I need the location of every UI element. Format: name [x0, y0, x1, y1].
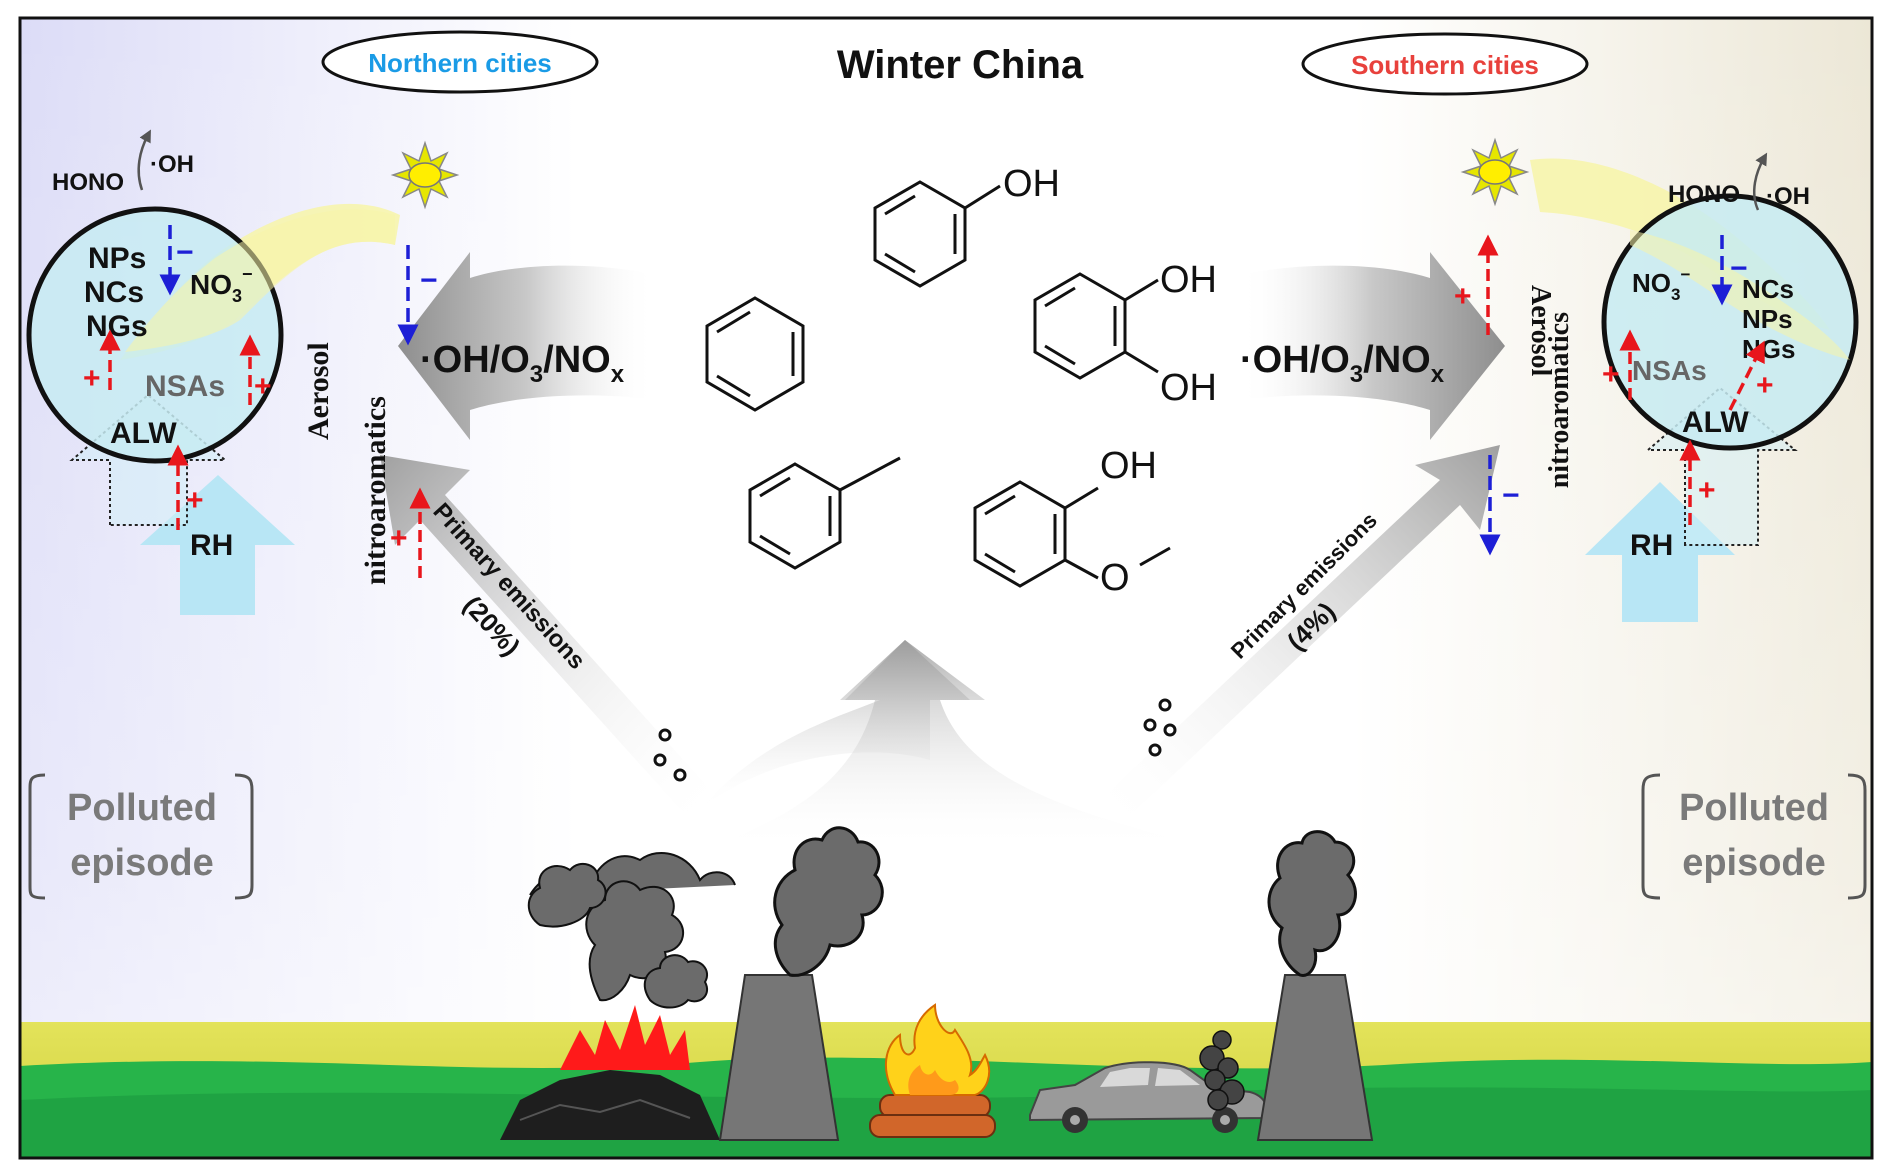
bracket-left-south [1641, 773, 1661, 900]
minus-sign-north-2: − [420, 264, 438, 297]
molecule-guaiacol [973, 480, 1171, 588]
aerosol-label-south: Aerosol [1525, 285, 1556, 376]
episode-line1-south: Polluted [1679, 787, 1829, 829]
sun-icon-north [390, 140, 460, 210]
particles-north [653, 728, 687, 782]
nitrate-north: NO3− [190, 264, 253, 306]
nitro-label-south: nitroaromatics [1544, 312, 1575, 488]
south-panel: HONO ·OH NO3− NCs NPs NGs NSAs ALW RH − … [1143, 137, 1867, 900]
bracket-right-north [234, 773, 254, 900]
southern-cities-label: Southern cities [1351, 50, 1539, 80]
sun-icon-south [1460, 137, 1530, 207]
primary-arrow-north [380, 455, 715, 820]
alw-label-north: ALW [110, 417, 177, 450]
north-panel: HONO ·OH NPs NCs NGs NO3− NSAs ALW RH − … [26, 129, 687, 900]
arrow-up-central-body [700, 640, 1180, 850]
minus-sign-south-1: − [1730, 252, 1748, 285]
particles-south [1143, 698, 1177, 757]
bracket-right-south [1847, 773, 1867, 900]
plus-sign-north-1: + [83, 362, 101, 395]
species-north-1: NCs [84, 276, 144, 309]
aerosol-label-north: Aerosol [302, 342, 335, 440]
rh-arrow-north [140, 475, 295, 615]
rh-arrow-south [1585, 482, 1735, 622]
minus-sign-north-1: − [176, 236, 194, 269]
exhaust-smoke-icon [1199, 1030, 1245, 1111]
species-south-2: NGs [1742, 334, 1795, 364]
plus-sign-north-2: + [254, 370, 272, 403]
northern-cities-label: Northern cities [368, 48, 552, 78]
guaiacol-o: O [1100, 557, 1130, 599]
plus-sign-south-1: + [1602, 358, 1620, 391]
hono-label-south: HONO [1668, 181, 1740, 208]
chimney-right-icon [1256, 830, 1374, 1141]
catechol-oh-1: OH [1160, 259, 1217, 301]
nitrate-south: NO3− [1632, 265, 1690, 304]
episode-line1-north: Polluted [67, 787, 217, 829]
molecule-toluene [748, 456, 901, 570]
minus-sign-south-2: − [1502, 479, 1520, 512]
hono-label-north: HONO [52, 169, 124, 196]
increase-arrow-south-2 [1728, 340, 1765, 411]
rh-label-north: RH [190, 529, 233, 562]
sunlight-band-north-over [125, 209, 395, 352]
rh-label-south: RH [1630, 529, 1673, 562]
phenol-oh: OH [1003, 163, 1060, 205]
hono-oh-arrow-south [1753, 152, 1768, 211]
guaiacol-oh: OH [1100, 445, 1157, 487]
nitro-label-north: nitroaromatics [359, 396, 392, 585]
alw-label-south: ALW [1682, 406, 1749, 439]
smoke-plume-left [527, 862, 708, 1009]
nsas-label-south: NSAs [1632, 355, 1707, 386]
molecule-phenol [873, 180, 1001, 288]
species-south-1: NPs [1742, 304, 1793, 334]
primary-arrow-south [1100, 445, 1500, 825]
oh-label-north: ·OH [150, 151, 194, 178]
chimney-left-icon [718, 826, 884, 1141]
hono-oh-arrow-north [137, 129, 151, 191]
episode-line2-south: episode [1682, 842, 1826, 884]
southern-cities-ellipse [1301, 32, 1589, 96]
page-title: Winter China [837, 43, 1084, 87]
species-north-0: NPs [88, 242, 146, 275]
nsas-label-north: NSAs [145, 370, 225, 403]
plus-sign-south-2: + [1756, 369, 1774, 402]
plus-sign-south-3: + [1698, 474, 1716, 507]
episode-line2-north: episode [70, 842, 214, 884]
molecule-catechol [1033, 272, 1159, 380]
oxidants-south: ·OH/O3/NOx [1240, 339, 1445, 388]
oh-label-south: ·OH [1766, 183, 1810, 210]
catechol-oh-2: OH [1160, 367, 1217, 409]
arrow-to-south [1240, 252, 1505, 440]
plus-sign-north-4: + [390, 522, 408, 555]
plus-sign-north-3: + [186, 484, 204, 517]
molecule-benzene [705, 296, 805, 412]
species-north-2: NGs [86, 310, 148, 343]
bracket-left-north [28, 773, 46, 900]
oxidants-north: ·OH/O3/NOx [420, 339, 625, 388]
northern-cities-ellipse [321, 30, 599, 94]
sunlight-band-south-over [1630, 230, 1850, 360]
species-south-0: NCs [1742, 274, 1794, 304]
frame-border [18, 16, 1874, 1160]
arrow-to-north [398, 252, 655, 440]
car-icon [1029, 1061, 1268, 1133]
plus-sign-south-4: + [1454, 280, 1472, 313]
campfire-icon [869, 1003, 996, 1138]
